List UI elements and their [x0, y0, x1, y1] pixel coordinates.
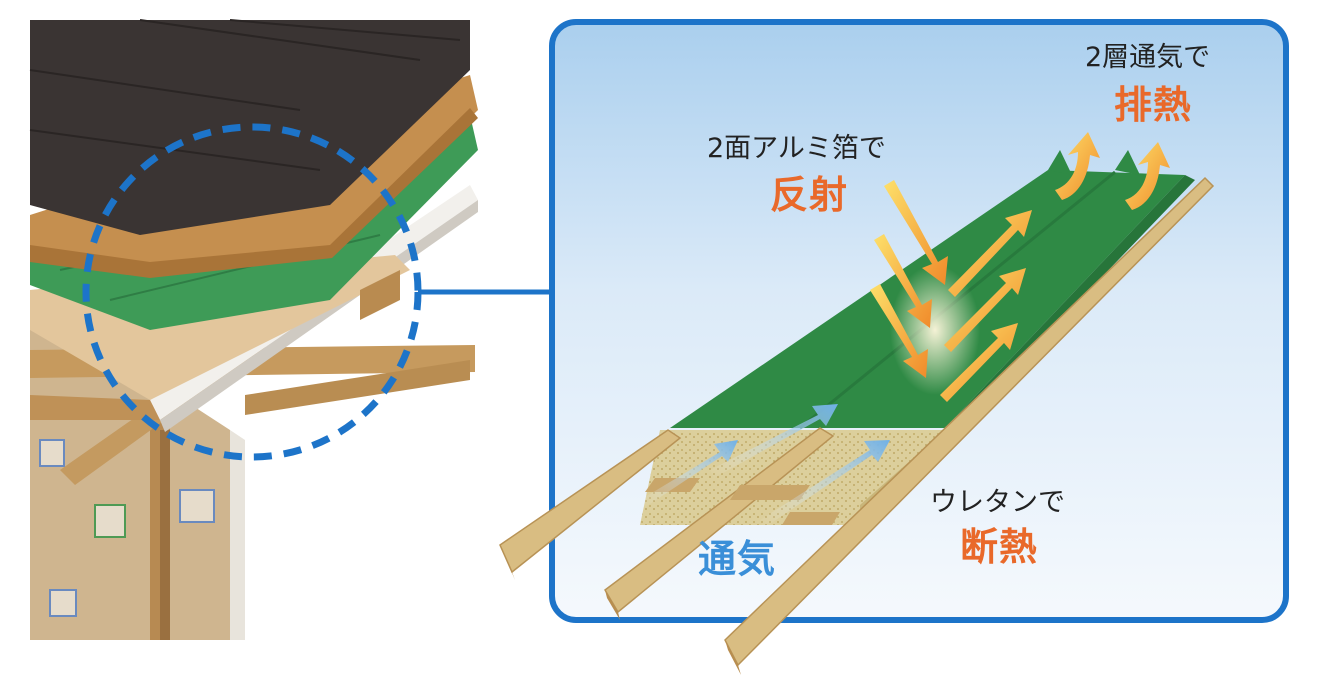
wood-batten-middle — [604, 427, 835, 614]
house-roof-illustration — [29, 19, 478, 640]
reflect-arrows — [870, 180, 1032, 402]
exhaust-caption-big: 排熱 — [1114, 83, 1193, 127]
exhaust-arrows — [1055, 132, 1170, 210]
insulation-caption-big: 断熱 — [960, 525, 1039, 569]
insulation-caption-small: ウレタンで — [930, 487, 1065, 518]
reflect-caption-small: 2面アルミ箔で — [707, 133, 886, 164]
reflect-caption-big: 反射 — [770, 173, 849, 217]
ventilation-arrows — [640, 404, 890, 528]
ventilation-caption: 通気 — [698, 537, 777, 581]
wood-batten-right — [724, 176, 1215, 667]
exhaust-caption-small: 2層通気で — [1085, 42, 1211, 73]
